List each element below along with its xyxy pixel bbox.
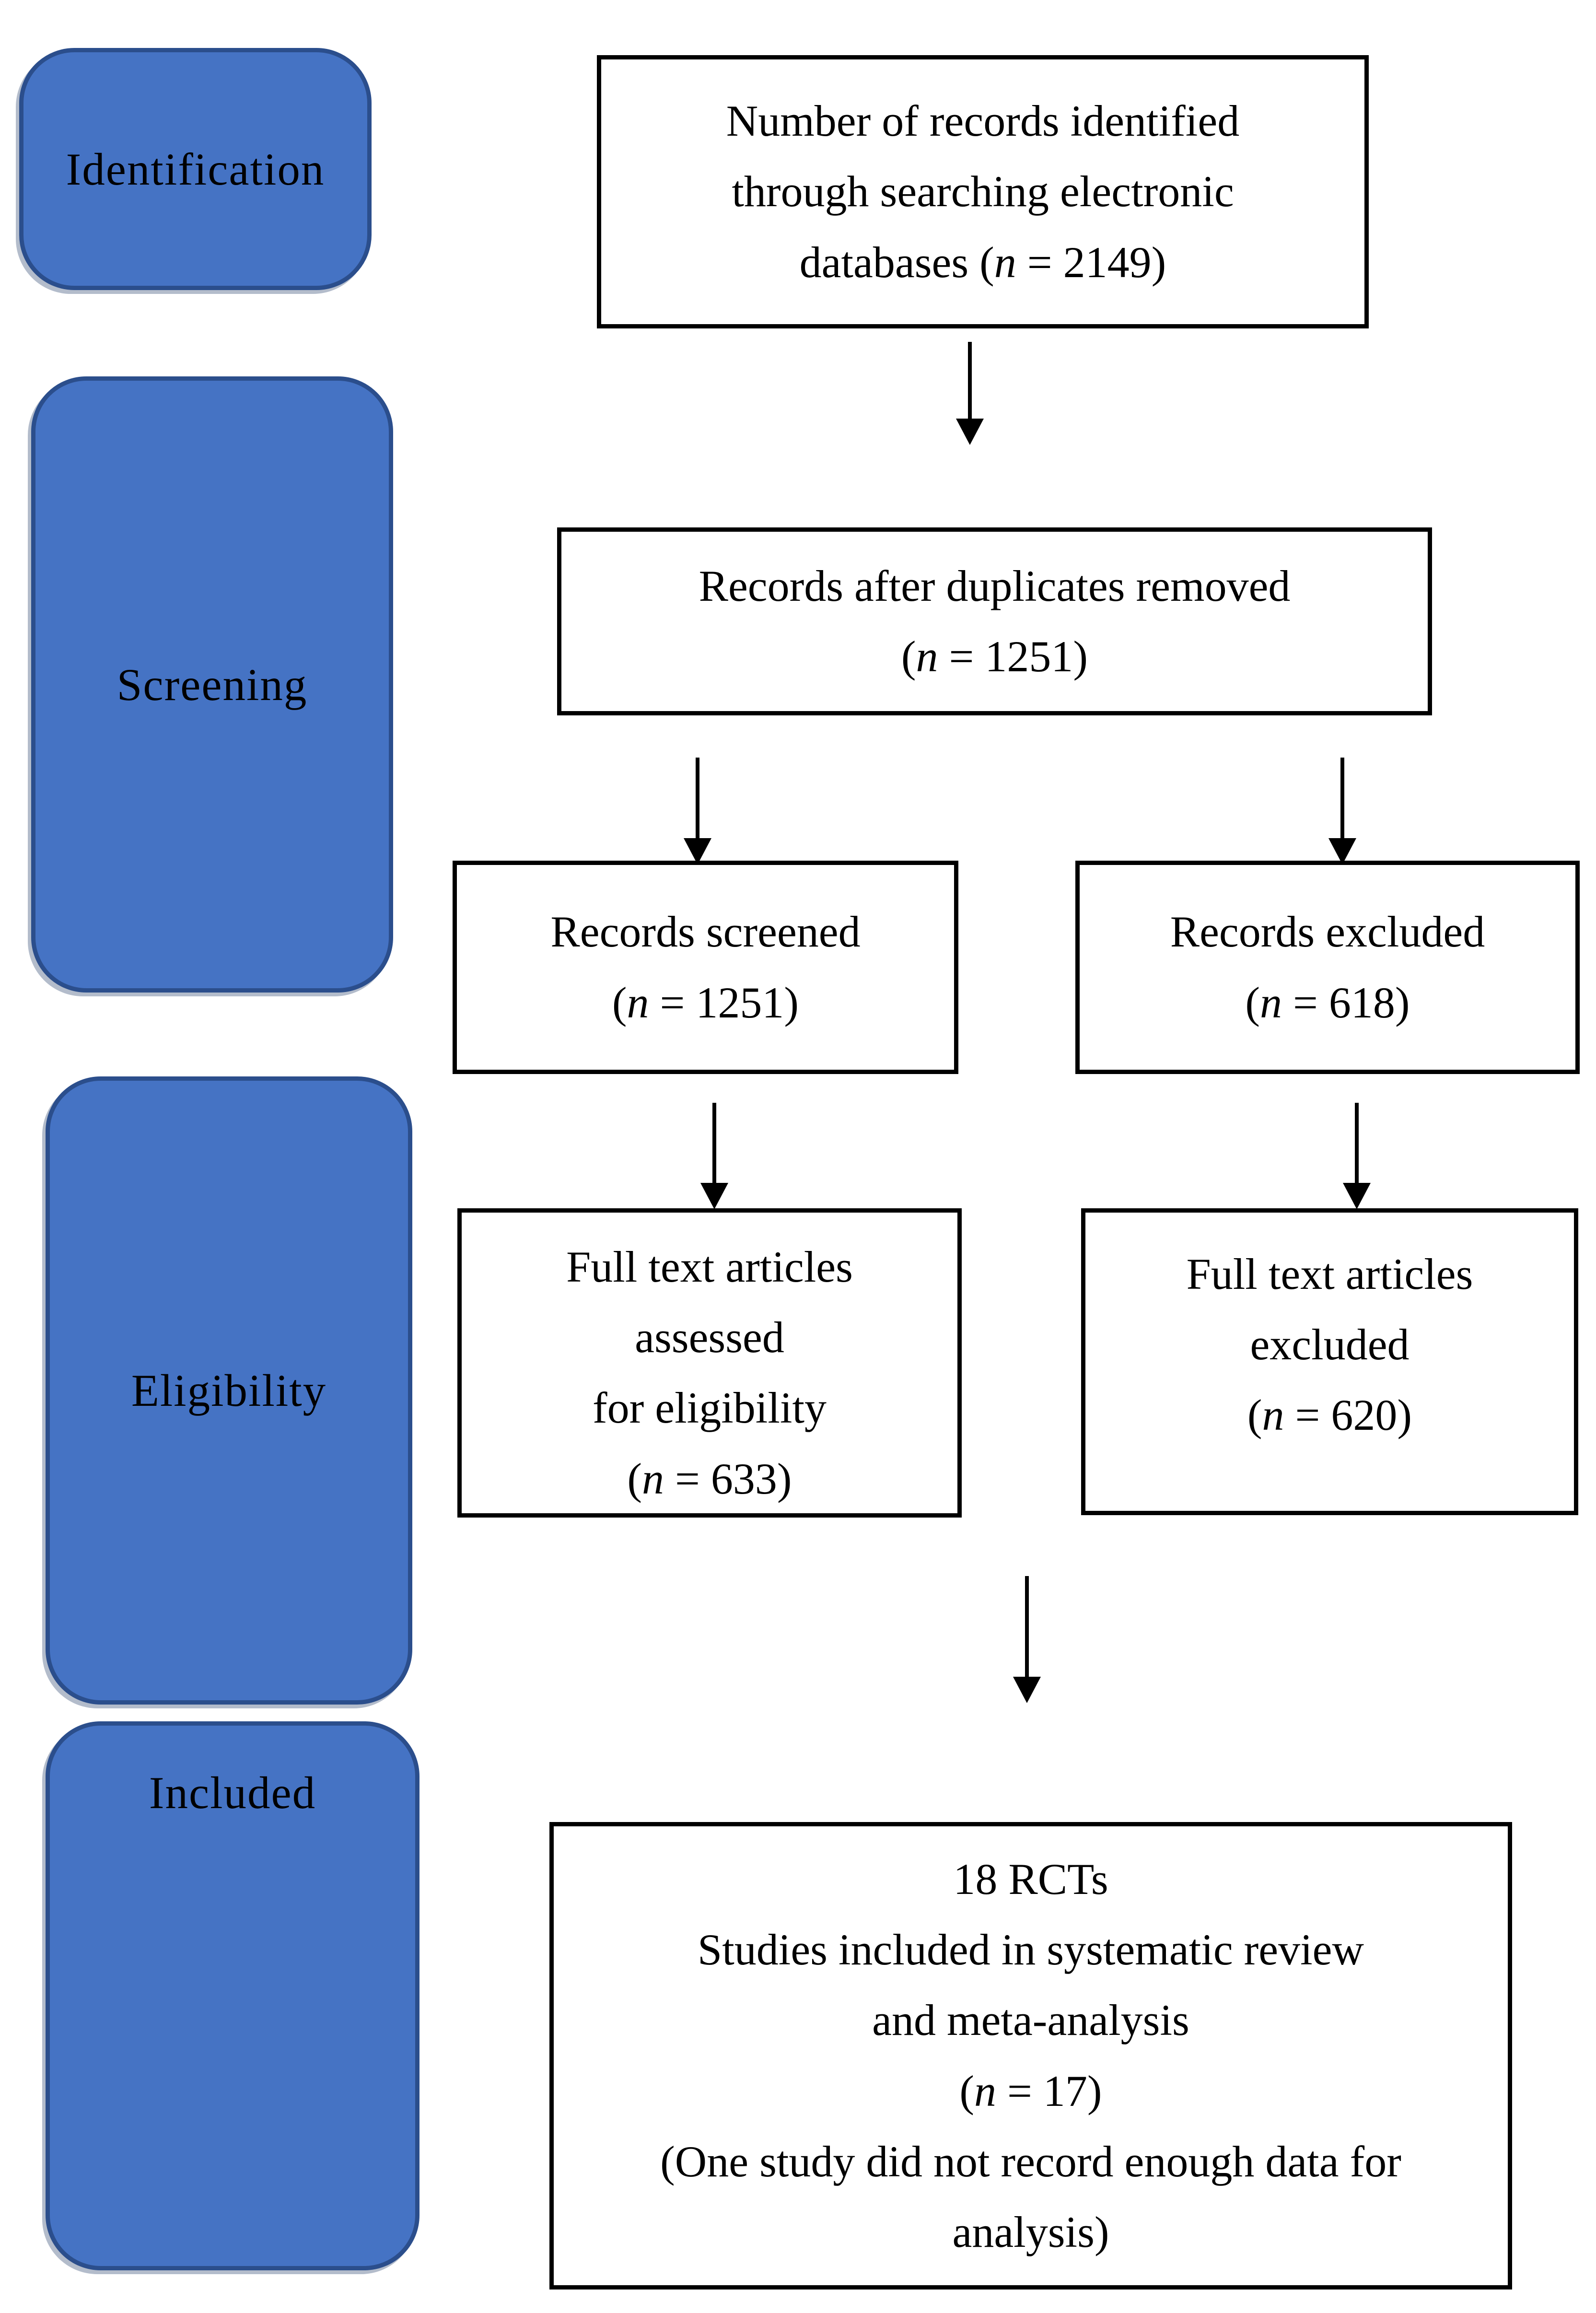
stage-eligibility-label: Eligibility (131, 1365, 327, 1416)
box-text-line: excluded (1250, 1320, 1410, 1369)
box-fulltext-assessed: Full text articles assessed for eligibilit… (457, 1208, 962, 1518)
arrow-screened-to-fulltext-assessed (700, 1103, 728, 1209)
arrowhead-down-icon (700, 1183, 728, 1209)
stage-identification-label: Identification (66, 143, 325, 195)
arrowhead-down-icon (1343, 1183, 1371, 1209)
box-text-line: (n = 618) (1245, 978, 1410, 1027)
arrowhead-down-icon (956, 419, 984, 445)
box-records-excluded: Records excluded (n = 618) (1075, 861, 1580, 1074)
box-fulltext-excluded: Full text articles excluded (n = 620) (1081, 1208, 1578, 1515)
arrow-duplicates-to-screened (684, 758, 711, 864)
box-text-line: assessed (635, 1313, 784, 1362)
box-text-line: (n = 633) (627, 1454, 792, 1503)
box-text-line: Full text articles (566, 1242, 853, 1291)
box-text-line: Records screened (550, 907, 861, 957)
box-text-line: databases (n = 2149) (799, 237, 1166, 287)
box-records-screened: Records screened (n = 1251) (453, 861, 958, 1074)
box-duplicates-removed: Records after duplicates removed (n = 125… (557, 527, 1432, 715)
box-text-line: Number of records identified (726, 96, 1240, 146)
box-text-line: (n = 1251) (612, 978, 799, 1027)
arrow-duplicates-to-excluded (1328, 758, 1356, 864)
box-text-line: Studies included in systematic review (698, 1925, 1364, 1974)
arrow-identified-to-duplicates (956, 342, 984, 445)
arrowhead-down-icon (1328, 838, 1356, 864)
arrowhead-down-icon (1013, 1677, 1041, 1703)
box-text-line: (One study did not record enough data fo… (660, 2137, 1401, 2186)
box-text-line: through searching electronic (732, 167, 1234, 216)
stage-eligibility: Eligibility (46, 1076, 412, 1705)
box-text-line: 18 RCTs (953, 1854, 1108, 1904)
box-text-line: Records excluded (1170, 907, 1485, 957)
box-text-line: (n = 1251) (901, 632, 1088, 681)
box-text-line: (n = 620) (1247, 1390, 1412, 1440)
arrow-excluded-to-fulltext-excluded (1343, 1103, 1371, 1209)
stage-screening: Screening (31, 376, 393, 993)
stage-identification: Identification (19, 48, 372, 290)
stage-screening-label: Screening (116, 659, 308, 710)
arrow-eligibility-to-included (1013, 1576, 1041, 1703)
box-text-line: and meta-analysis (872, 1996, 1189, 2045)
box-text-line: for eligibility (592, 1383, 827, 1433)
box-text-line: (n = 17) (959, 2066, 1102, 2115)
box-text-line: analysis) (952, 2207, 1109, 2256)
box-text-line: Full text articles (1186, 1250, 1473, 1298)
box-text-line: Records after duplicates removed (699, 561, 1291, 610)
stage-included: Included (46, 1721, 419, 2270)
box-records-identified: Number of records identified through sear… (597, 55, 1369, 328)
arrowhead-down-icon (684, 838, 711, 864)
stage-included-label: Included (149, 1767, 316, 1818)
